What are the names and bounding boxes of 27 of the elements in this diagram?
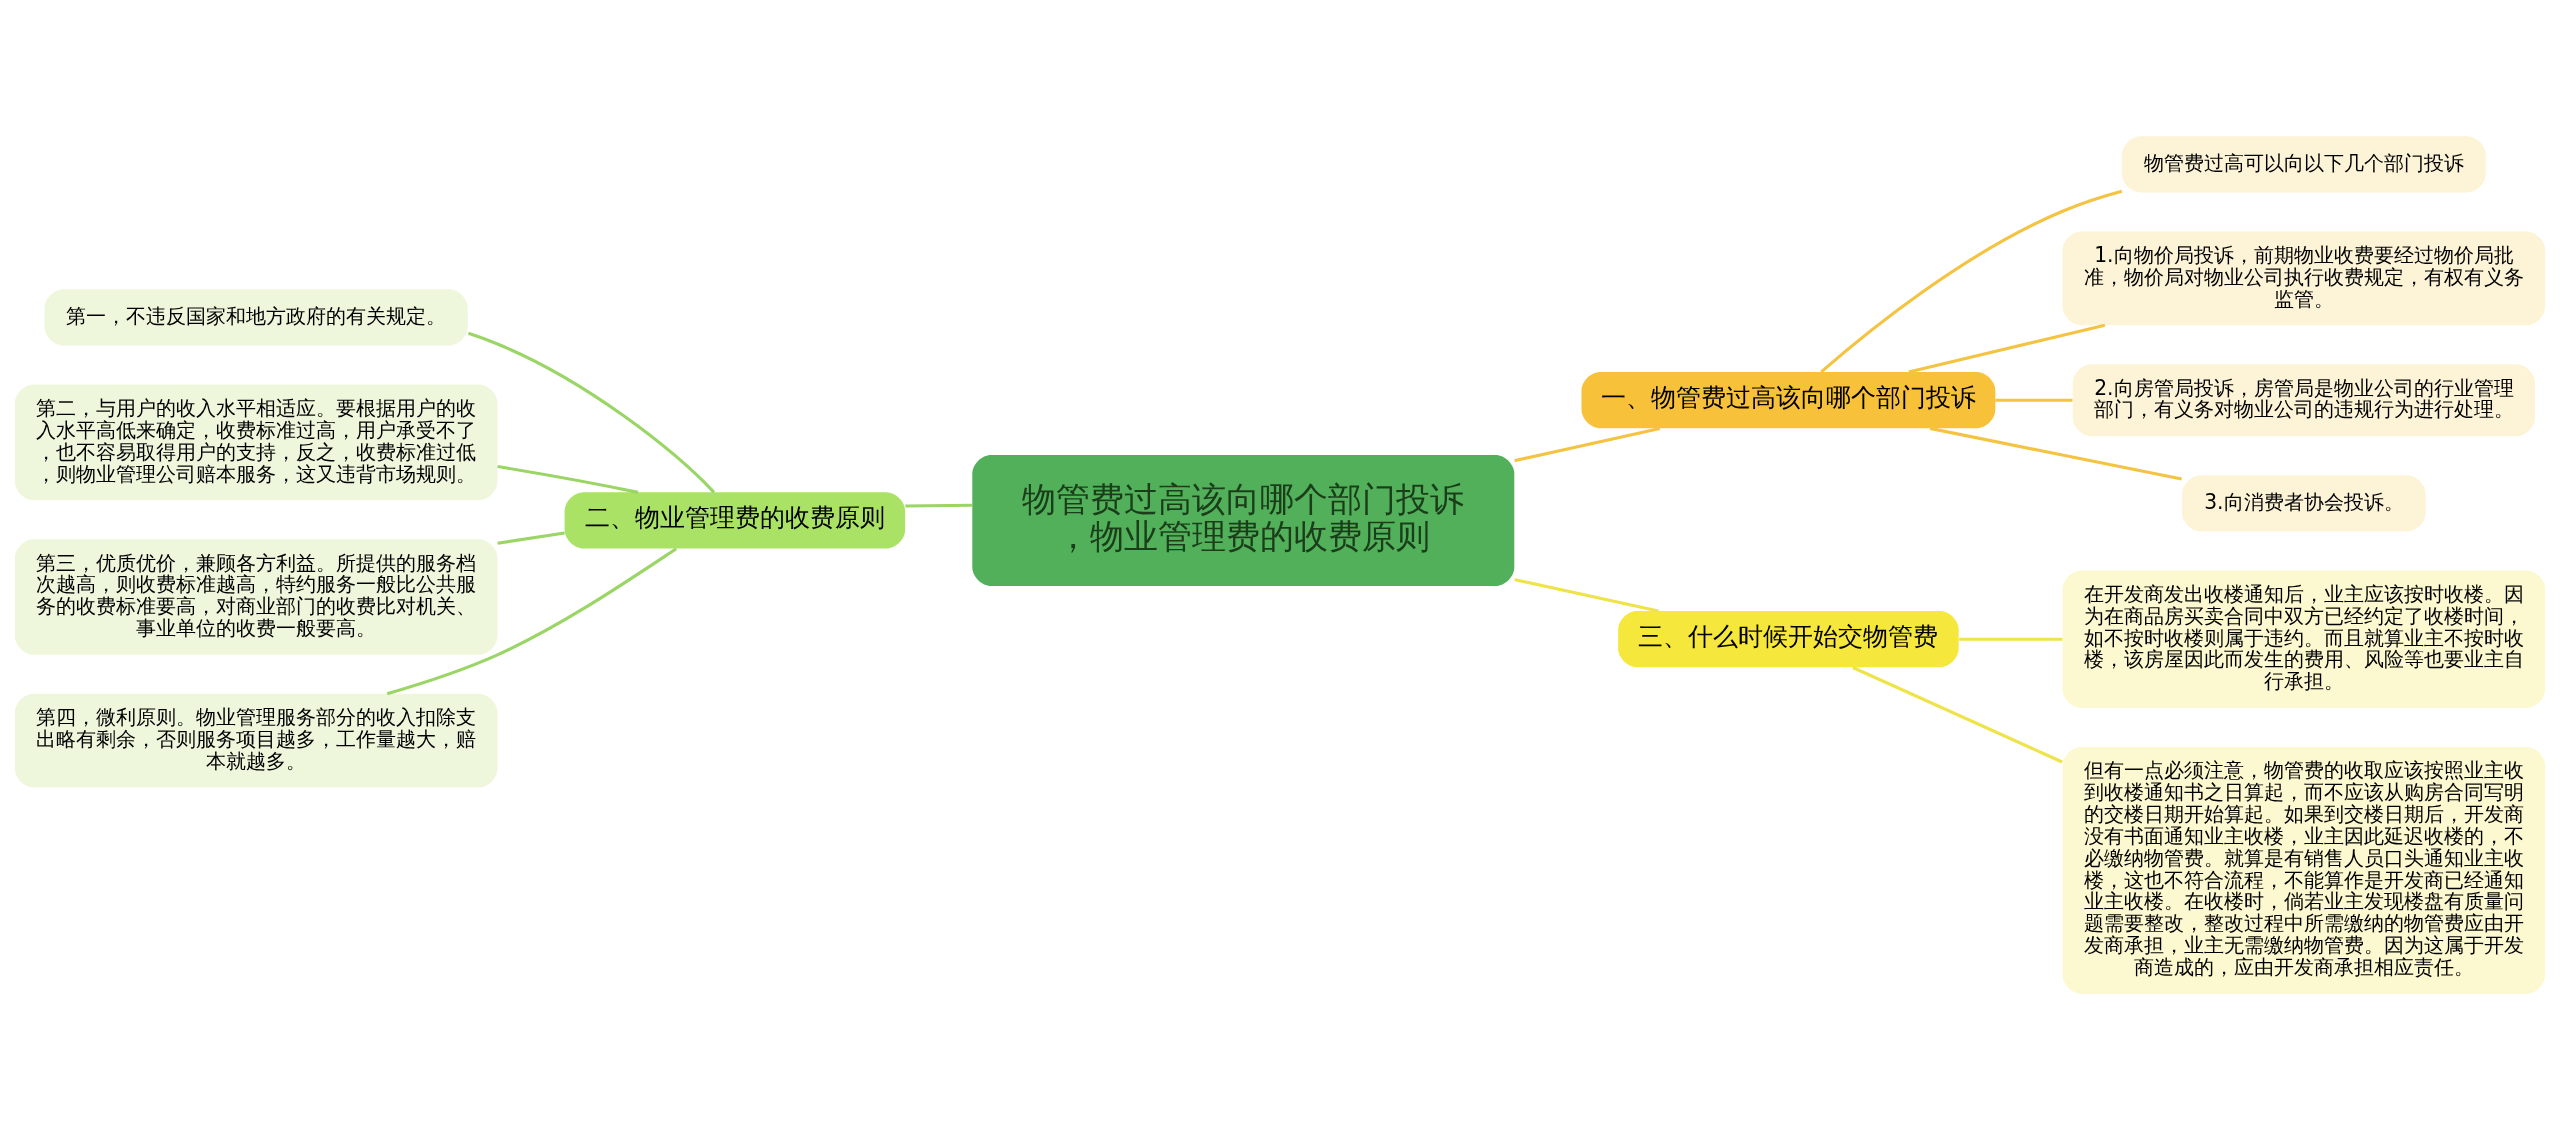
node-box: 在开发商发出收楼通知后，业主应该按时收楼。因为在商品房买卖合同中双方已经约定了收楼时间，如不按时收楼则属于违约。而且就算业主不按时收楼，该房屋因此而发生的费用、风险等也要业主自行承担。 xyxy=(2062,569,2546,708)
connector xyxy=(1514,577,1659,613)
node-box: 2.向房管局投诉，房管局是物业公司的行业管理部门，有义务对物业公司的违规行为进行处理。 xyxy=(2072,363,2535,436)
connector xyxy=(905,503,972,508)
connector xyxy=(497,530,565,545)
connector xyxy=(1908,323,2106,373)
node-box: 物管费过高可以向以下几个部门投诉 xyxy=(2121,135,2486,192)
connector xyxy=(1820,189,2123,373)
node-box: 物管费过高该向哪个部门投诉，物业管理费的收费原则 xyxy=(972,454,1515,586)
node-box: 3.向消费者协会投诉。 xyxy=(2182,474,2426,531)
connector xyxy=(467,331,716,493)
node-box: 第三，优质优价，兼顾各方利益。所提供的服务档次越高，则收费标准越高，特约服务一般比公共服务的收费标准要高，对商业部门的收费比对机关、事业单位的收费一般要高。 xyxy=(14,538,498,655)
connector xyxy=(497,464,639,494)
node-box: 1.向物价局投诉，前期物业收费要经过物价局批准，物价局对物业公司执行收费规定，有权有义务监管。 xyxy=(2062,231,2546,325)
connector xyxy=(1514,426,1661,462)
node-box: 第二，与用户的收入水平相适应。要根据用户的收入水平高低来确定，收费标准过高，用户承受不了，也不容易取得用户的支持，反之，收费标准过低，则物业管理公司赔本服务，这又违背市场规则。 xyxy=(14,384,498,500)
connector xyxy=(1852,665,2063,763)
connector xyxy=(1995,398,2073,402)
node-box: 一、物管费过高该向哪个部门投诉 xyxy=(1581,371,1996,428)
connector xyxy=(1959,637,2063,641)
connector xyxy=(1929,426,2182,481)
node-box: 三、什么时候开始交物管费 xyxy=(1618,610,1959,667)
node-box: 第一，不违反国家和地方政府的有关规定。 xyxy=(44,288,468,346)
node-box: 二、物业管理费的收费原则 xyxy=(564,491,906,549)
node-box: 但有一点必须注意，物管费的收取应该按照业主收到收楼通知书之日算起，而不应该从购房合同写明的交楼日期开始算起。如果到交楼日期后，开发商没有书面通知业主收楼，业主因此延迟收楼的，不必缴纳物管费。就算是有销售人员口头通知业主收楼，这也不符合流程，不能算作是开发商已经通知业主收楼。在收楼时，倘若业主发现楼盘有质量问题需要整改，整改过程中所需缴纳的物管费应由开发商承担，业主无需缴纳物管费。因为这属于开发商造成的，应由开发商承担相应责任。 xyxy=(2062,746,2546,994)
node-box: 第四，微利原则。物业管理服务部分的收入扣除支出略有剩余，否则服务项目越多，工作量越大，赔本就越多。 xyxy=(14,693,498,788)
connector xyxy=(386,547,678,695)
